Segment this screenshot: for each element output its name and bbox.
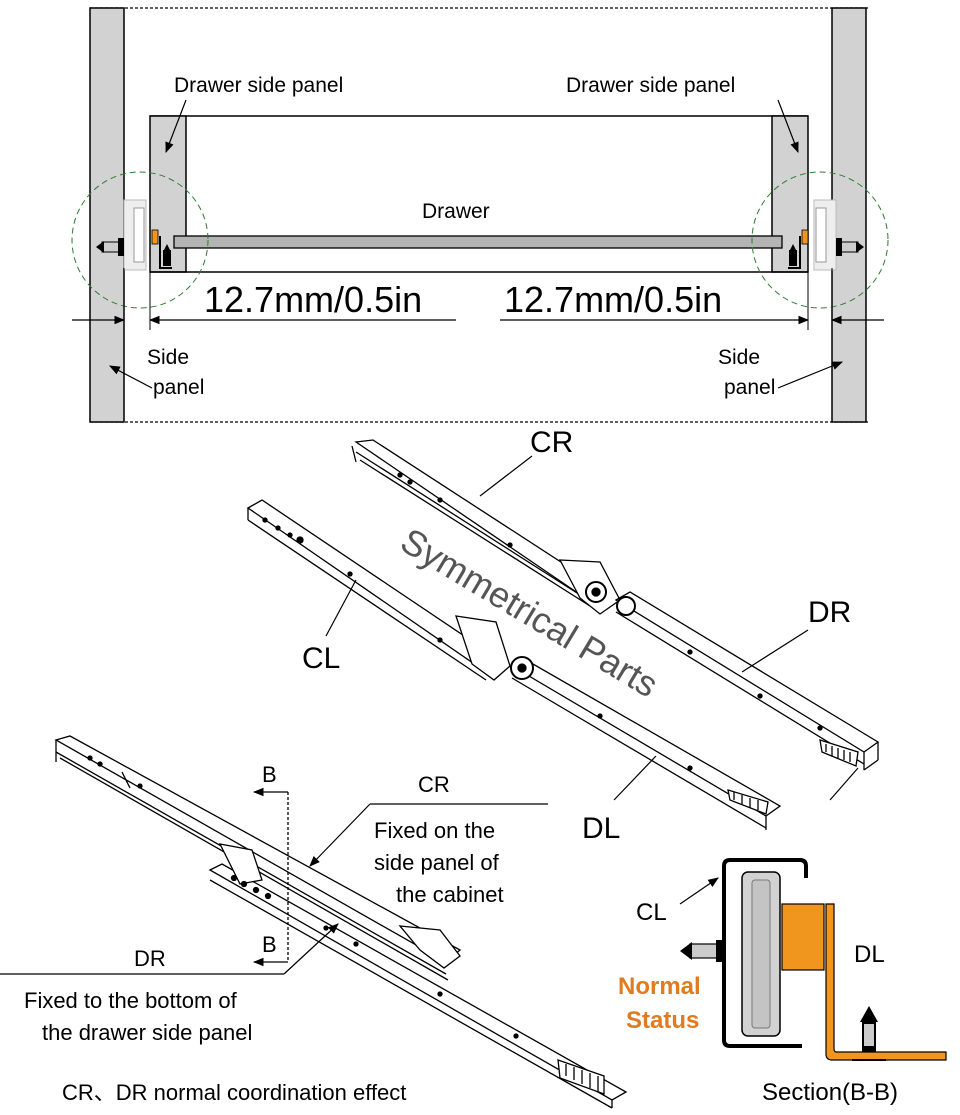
- label-dl-middle: DL: [582, 812, 620, 845]
- rail-detail-right: [788, 199, 864, 271]
- leader-cl-middle: [325, 579, 357, 637]
- label-cr-middle: CR: [530, 426, 573, 459]
- bottom-left-assembly: [0, 735, 628, 1109]
- note-cr-line1: Fixed on the: [374, 818, 495, 843]
- label-drawer: Drawer: [422, 200, 490, 223]
- leader-side-panel-left: [109, 365, 153, 389]
- leader-dl-middle: [613, 755, 657, 801]
- note-cr-line3: the cabinet: [396, 882, 504, 907]
- leader-cl-section: [679, 877, 719, 905]
- label-side-panel-right-2: panel: [724, 376, 775, 399]
- drawer-bottom-rail: [173, 235, 783, 249]
- detail-circle-right: [751, 171, 889, 309]
- label-dr-middle: DR: [808, 596, 851, 629]
- rail-cr: [351, 439, 621, 615]
- note-dr-line2: the drawer side panel: [42, 1020, 252, 1045]
- section-cl-profile: [722, 858, 808, 1048]
- cabinet-side-panel-left: [89, 7, 125, 423]
- note-dr-line1: Fixed to the bottom of: [24, 988, 238, 1013]
- section-orange-block: [781, 903, 825, 971]
- rail-cr-assembly: [54, 735, 462, 981]
- caption-coordination-effect: CR、DR normal coordination effect: [62, 1080, 406, 1105]
- leader-drawer-side-panel-right: [777, 99, 799, 154]
- label-dl-section: DL: [854, 941, 885, 968]
- section-screw-left: [689, 943, 719, 959]
- label-b-top: B: [262, 762, 277, 787]
- rail-cl: [246, 499, 511, 681]
- leader-dr-assembly: [283, 923, 339, 975]
- leader-dr-middle: [741, 629, 809, 673]
- leader-drawer-side-panel-left: [165, 99, 187, 154]
- label-side-panel-left-2: panel: [153, 376, 204, 399]
- status-line2: Status: [626, 1007, 699, 1034]
- leader-cr-middle: [479, 455, 533, 497]
- label-b-bottom: B: [262, 932, 277, 957]
- label-cl-section: CL: [636, 899, 667, 926]
- section-view-bb: [679, 767, 947, 1061]
- leader-dl-section: [829, 767, 859, 801]
- rail-dr-assembly: [208, 843, 628, 1109]
- leader-side-panel-right: [777, 361, 844, 389]
- note-cr-line2: side panel of: [374, 850, 500, 875]
- label-side-panel-left-1: Side: [147, 346, 189, 369]
- section-dl-profile: [825, 903, 947, 1061]
- detail-circle-left: [71, 171, 209, 309]
- label-dr-assembly: DR: [134, 946, 166, 971]
- rail-dr: [614, 591, 880, 771]
- label-side-panel-right-1: Side: [718, 346, 760, 369]
- label-cl-middle: CL: [302, 642, 340, 675]
- section-screw-bottom: [852, 1006, 886, 1061]
- cabinet-side-panel-right: [831, 7, 867, 423]
- screw-left: [101, 241, 121, 253]
- label-drawer-side-panel-right: Drawer side panel: [566, 74, 735, 97]
- label-cr-assembly: CR: [418, 772, 450, 797]
- label-drawer-side-panel-left: Drawer side panel: [174, 74, 343, 97]
- rail-dl: [510, 656, 782, 830]
- rail-detail-left: [96, 199, 172, 271]
- top-section: Drawer side panel Drawer side panel Draw…: [71, 7, 889, 423]
- middle-section: [246, 439, 880, 830]
- status-line1: Normal: [618, 973, 701, 1000]
- screw-right: [839, 241, 859, 253]
- caption-section-bb: Section(B-B): [762, 1079, 898, 1106]
- dimension-left-text: 12.7mm/0.5in: [204, 279, 422, 320]
- dimension-right-text: 12.7mm/0.5in: [504, 279, 722, 320]
- leader-cr-assembly: [309, 803, 371, 867]
